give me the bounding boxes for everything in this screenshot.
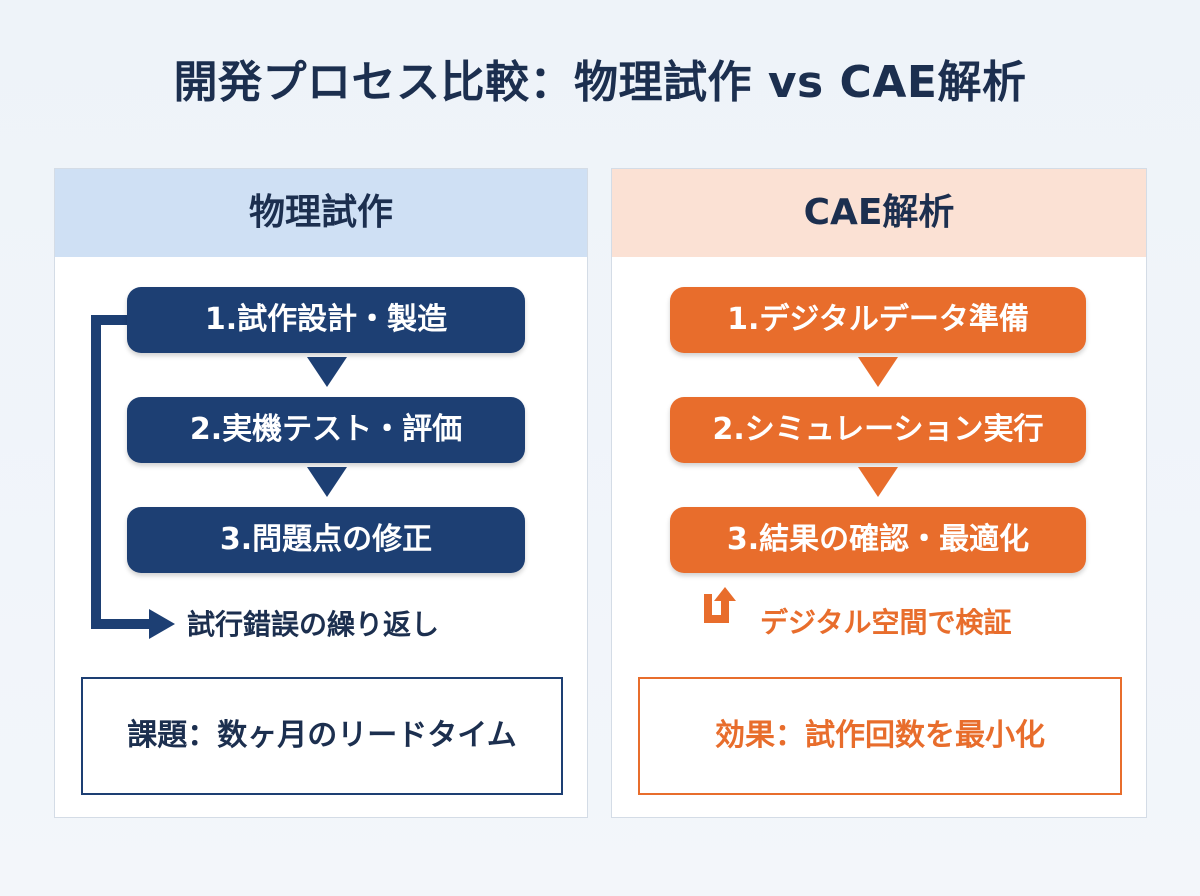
physical-step-1: 1.試作設計・製造 bbox=[127, 287, 525, 353]
cae-analysis-panel: CAE解析 1.デジタルデータ準備 2.シミュレーション実行 3.結果の確認・最… bbox=[611, 168, 1147, 818]
physical-prototype-panel: 物理試作 1.試作設計・製造 2.実機テスト・評価 3.問題点の修正 試行錯誤の… bbox=[54, 168, 588, 818]
arrow-down-icon bbox=[307, 357, 347, 387]
trial-and-error-loop-arrow bbox=[91, 315, 175, 639]
physical-loop-label: 試行錯誤の繰り返し bbox=[187, 608, 440, 641]
cae-step-1: 1.デジタルデータ準備 bbox=[670, 287, 1086, 353]
physical-step-3: 3.問題点の修正 bbox=[127, 507, 525, 573]
cae-summary-box: 効果：試作回数を最小化 bbox=[638, 677, 1122, 795]
physical-step-2: 2.実機テスト・評価 bbox=[127, 397, 525, 463]
arrow-down-icon bbox=[307, 467, 347, 497]
arrow-down-icon bbox=[858, 357, 898, 387]
arrow-down-icon bbox=[858, 467, 898, 497]
cae-step-2: 2.シミュレーション実行 bbox=[670, 397, 1086, 463]
cae-step-3: 3.結果の確認・最適化 bbox=[670, 507, 1086, 573]
page-title: 開発プロセス比較：物理試作 vs CAE解析 bbox=[173, 57, 1027, 108]
cae-panel-header: CAE解析 bbox=[612, 169, 1146, 257]
cae-loop-label: デジタル空間で検証 bbox=[760, 606, 1012, 639]
physical-summary-box: 課題：数ヶ月のリードタイム bbox=[81, 677, 563, 795]
physical-panel-header: 物理試作 bbox=[55, 169, 587, 257]
return-arrow-icon bbox=[704, 587, 736, 623]
